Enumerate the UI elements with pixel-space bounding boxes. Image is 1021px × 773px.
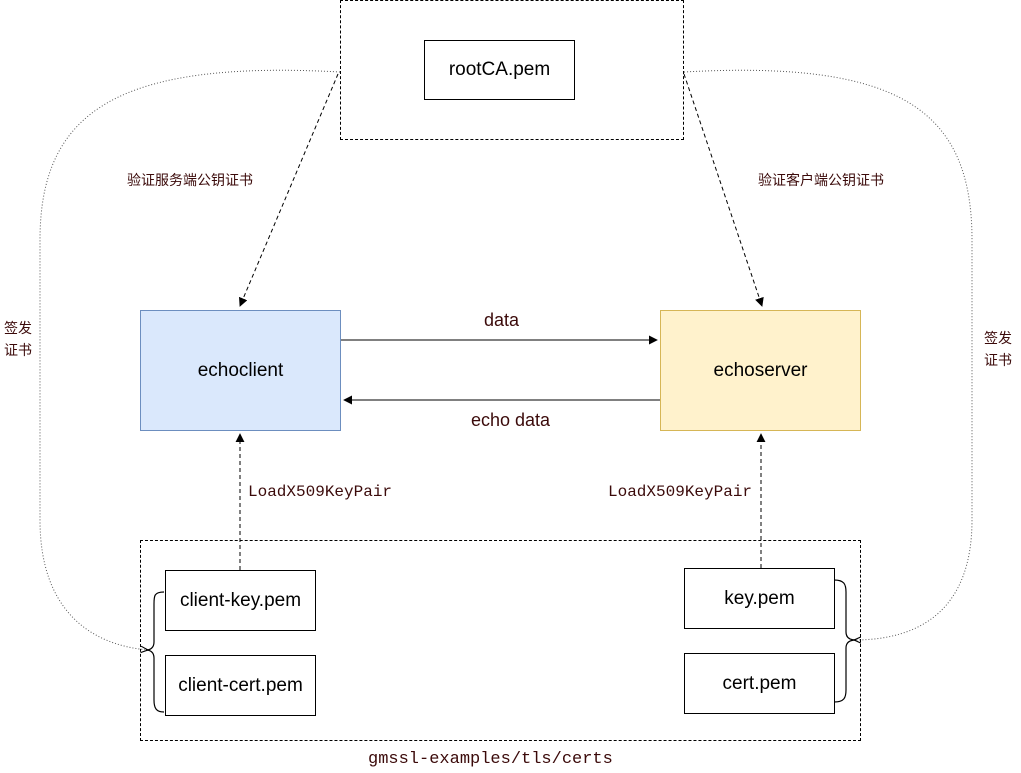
client-key-file: client-key.pem [165,570,316,631]
root-ca-frame [340,0,684,140]
server-cert-file: cert.pem [684,653,835,714]
client-files-bracket [145,591,165,713]
sign-cert-label-left: 签发 证书 [4,318,32,362]
load-keypair-label-right: LoadX509KeyPair [608,483,753,501]
root-ca-file: rootCA.pem [424,40,575,100]
echoserver-node: echoserver [660,310,861,431]
sign-right-line-2: 证书 [984,353,1012,369]
verify-server-arrow [239,73,339,307]
sign-left-line-1: 签发 [4,321,32,337]
load-keypair-label-left: LoadX509KeyPair [248,483,393,501]
verify-client-cert-label: 验证客户端公钥证书 [758,173,884,189]
verify-server-cert-label: 验证服务端公钥证书 [127,173,253,189]
sign-left-line-2: 证书 [4,343,32,359]
server-files-bracket [833,579,857,703]
echo-data-label: echo data [471,410,551,430]
certs-folder-frame [140,540,861,741]
certs-folder-path: gmssl-examples/tls/certs [368,750,613,769]
sign-right-line-1: 签发 [984,331,1012,347]
data-label: data [484,310,520,330]
verify-client-arrow [683,73,764,307]
server-key-file: key.pem [684,568,835,629]
echoclient-node: echoclient [140,310,341,431]
client-cert-file: client-cert.pem [165,655,316,716]
sign-cert-label-right: 签发 证书 [984,328,1012,372]
